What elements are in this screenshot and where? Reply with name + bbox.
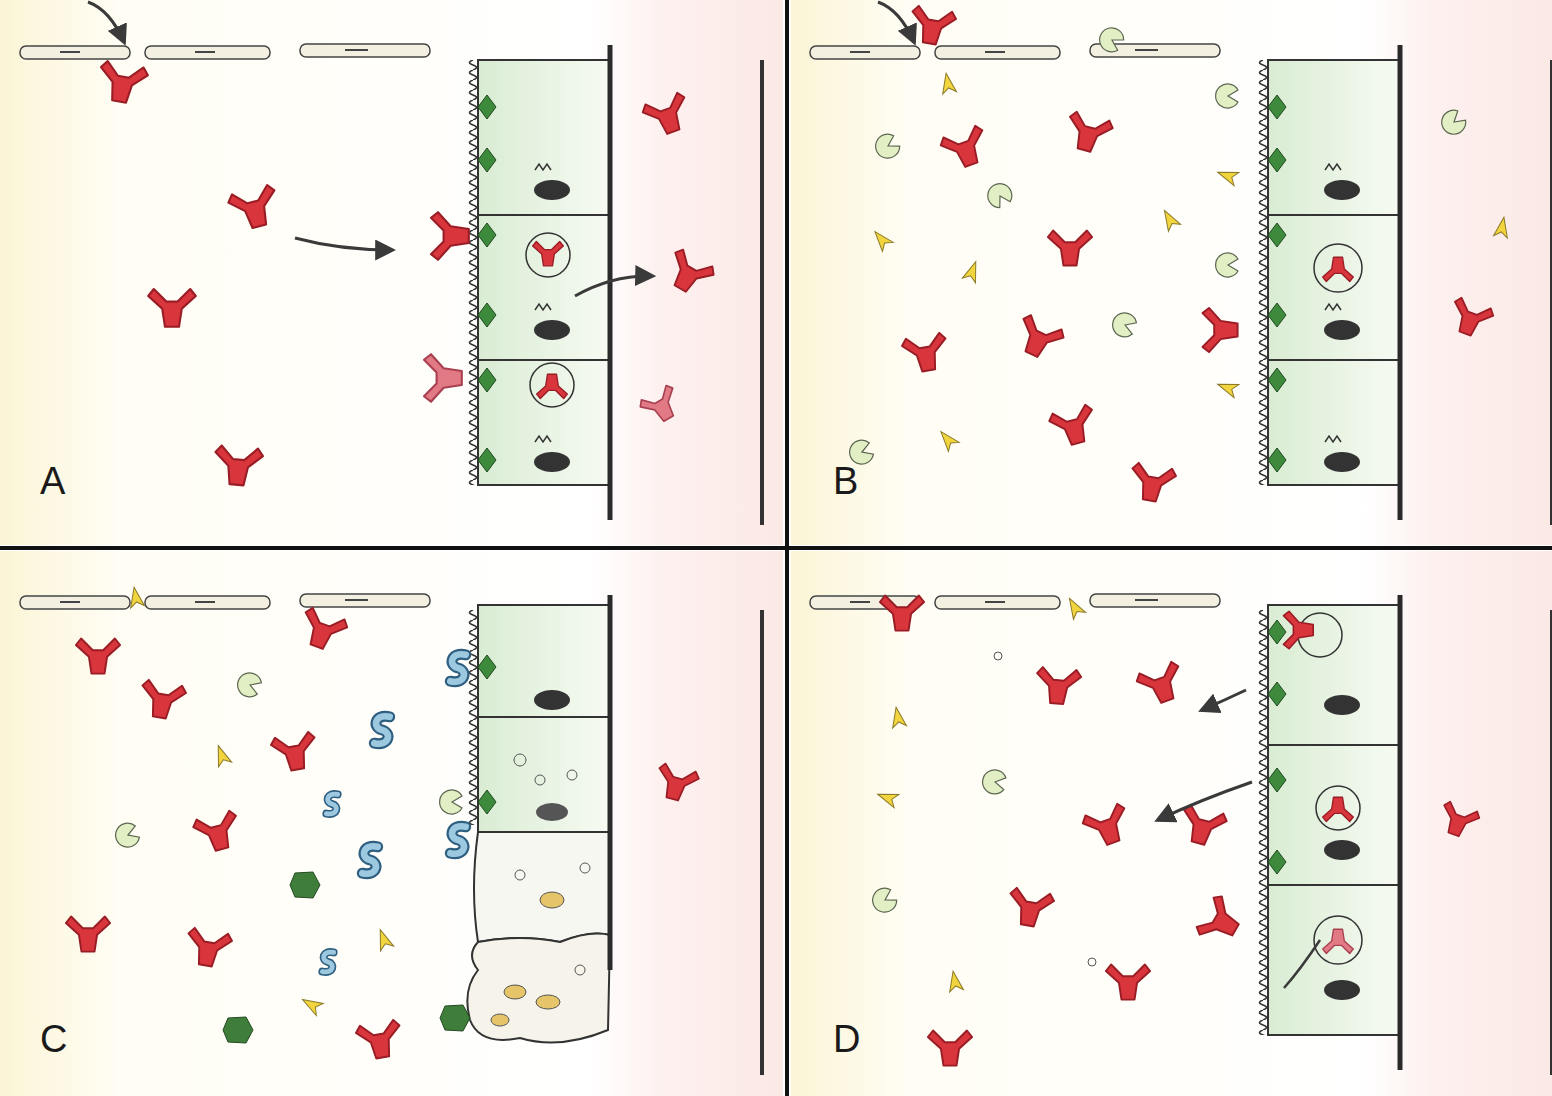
panel-letter: B [833, 462, 858, 500]
panel-letter: A [40, 462, 65, 500]
panel-letter: C [40, 1020, 67, 1058]
panel-letter: D [833, 1020, 860, 1058]
